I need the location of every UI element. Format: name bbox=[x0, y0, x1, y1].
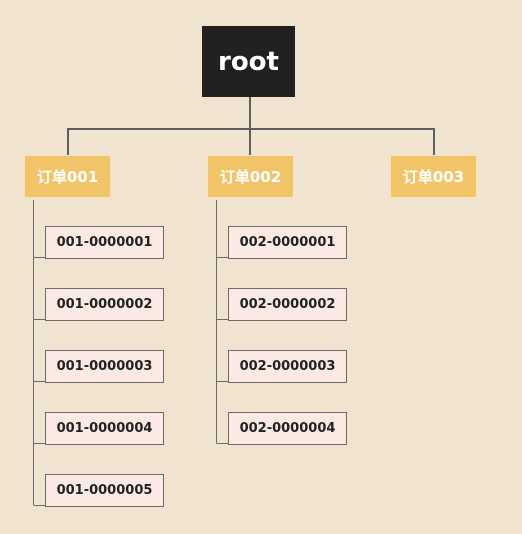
order-node-001[interactable]: 订单001 bbox=[24, 155, 111, 198]
item-node-001-0000005[interactable]: 001-0000005 bbox=[45, 474, 164, 507]
item-node-002-0000002[interactable]: 002-0000002 bbox=[228, 288, 347, 321]
item-node-001-0000004[interactable]: 001-0000004 bbox=[45, 412, 164, 445]
root-node[interactable]: root bbox=[202, 26, 295, 97]
item-node-002-0000004[interactable]: 002-0000004 bbox=[228, 412, 347, 445]
item-node-001-0000002[interactable]: 001-0000002 bbox=[45, 288, 164, 321]
item-node-002-0000003[interactable]: 002-0000003 bbox=[228, 350, 347, 383]
order-node-003[interactable]: 订单003 bbox=[390, 155, 477, 198]
order-node-002[interactable]: 订单002 bbox=[207, 155, 294, 198]
item-node-002-0000001[interactable]: 002-0000001 bbox=[228, 226, 347, 259]
item-node-001-0000003[interactable]: 001-0000003 bbox=[45, 350, 164, 383]
item-node-001-0000001[interactable]: 001-0000001 bbox=[45, 226, 164, 259]
